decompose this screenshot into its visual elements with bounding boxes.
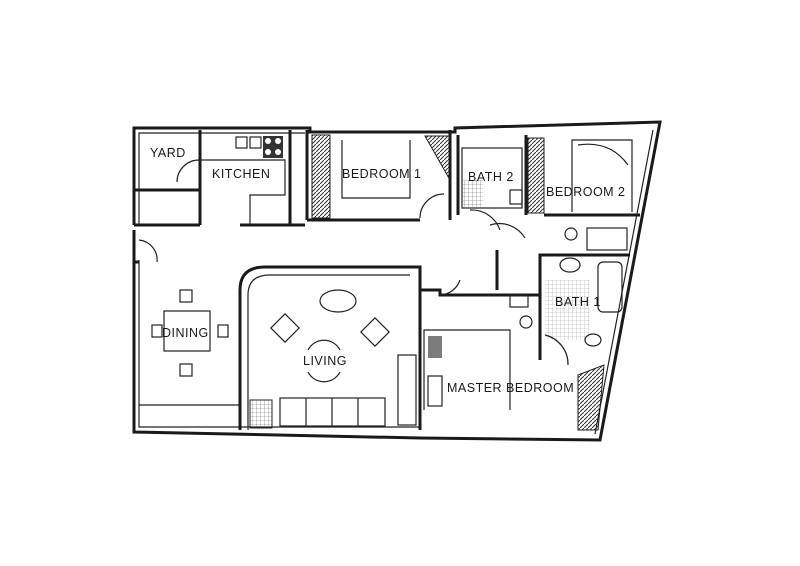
bath-2-room: BATH 2 bbox=[456, 135, 528, 231]
shower-tiles bbox=[463, 180, 483, 208]
wardrobe bbox=[311, 134, 331, 219]
room-label-bedroom-2: BEDROOM 2 bbox=[546, 185, 626, 199]
living-room: LIVING bbox=[238, 265, 422, 430]
bedroom-1-room: BEDROOM 1 bbox=[305, 130, 452, 222]
room-label-yard: YARD bbox=[150, 146, 186, 160]
bathtub bbox=[597, 261, 623, 313]
room-label-dining: DINING bbox=[162, 326, 209, 340]
room-label-bath-2: BATH 2 bbox=[468, 170, 514, 184]
wardrobe bbox=[527, 137, 545, 214]
kitchen-room: KITCHEN bbox=[134, 130, 305, 227]
room-label-kitchen: KITCHEN bbox=[212, 167, 270, 181]
bedroom-2-room: BEDROOM 2 bbox=[527, 137, 640, 251]
wardrobe bbox=[577, 364, 605, 431]
floor-tiles bbox=[545, 280, 590, 340]
room-label-bath-1: BATH 1 bbox=[555, 295, 601, 309]
dining-room: DINING bbox=[134, 239, 240, 406]
bath-1-room: BATH 1 bbox=[538, 253, 630, 366]
yard-room: YARD bbox=[134, 130, 202, 225]
plant-icon bbox=[564, 227, 578, 241]
corridor-door bbox=[489, 222, 526, 239]
coffee-table bbox=[319, 289, 357, 313]
room-label-master-bedroom: MASTER BEDROOM bbox=[447, 381, 574, 395]
master-bedroom-room: MASTER BEDROOM bbox=[420, 250, 605, 431]
room-label-living: LIVING bbox=[303, 354, 347, 368]
room-label-bedroom-1: BEDROOM 1 bbox=[342, 167, 422, 181]
exterior-walls bbox=[132, 120, 662, 442]
toilet bbox=[584, 333, 602, 347]
sink bbox=[559, 257, 581, 273]
